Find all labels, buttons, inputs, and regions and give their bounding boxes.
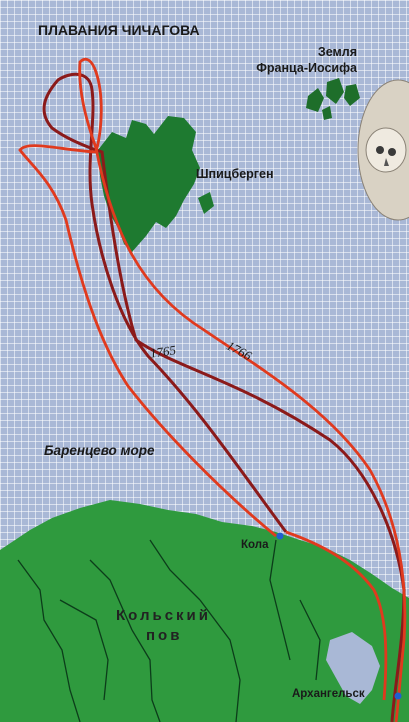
route-1766 bbox=[18, 57, 407, 722]
label-franz-josef-land-line2: Франца-Иосифа bbox=[256, 61, 357, 75]
label-kola-peninsula-line1: Кольский bbox=[116, 607, 211, 624]
label-kola-peninsula-line2: пов bbox=[146, 627, 183, 644]
route-1765 bbox=[42, 72, 406, 722]
label-barents-sea: Баренцево море bbox=[44, 443, 155, 458]
arkhangelsk-city-dot bbox=[394, 692, 402, 700]
label-spitsbergen: Шпицберген bbox=[196, 167, 274, 181]
kola-city-dot bbox=[276, 532, 284, 540]
label-kola-peninsula: Кольский пов bbox=[116, 606, 211, 646]
label-arkhangelsk: Архангельск bbox=[292, 688, 365, 700]
owl-illustration bbox=[357, 79, 409, 221]
label-franz-josef-land: Земля Франца-Иосифа bbox=[219, 44, 357, 76]
spitsbergen-island bbox=[98, 116, 200, 252]
rivers bbox=[17, 539, 321, 722]
label-kola: Кола bbox=[241, 539, 269, 551]
map-title: ПЛАВАНИЯ ЧИЧАГОВА bbox=[38, 22, 200, 38]
white-sea-water bbox=[326, 632, 380, 704]
label-franz-josef-land-line1: Земля bbox=[317, 45, 357, 59]
kola-peninsula-land bbox=[0, 500, 409, 722]
franz-josef-land-islands bbox=[306, 78, 360, 120]
route-1766-branch bbox=[285, 530, 388, 701]
spitsbergen-island-east bbox=[198, 192, 214, 214]
